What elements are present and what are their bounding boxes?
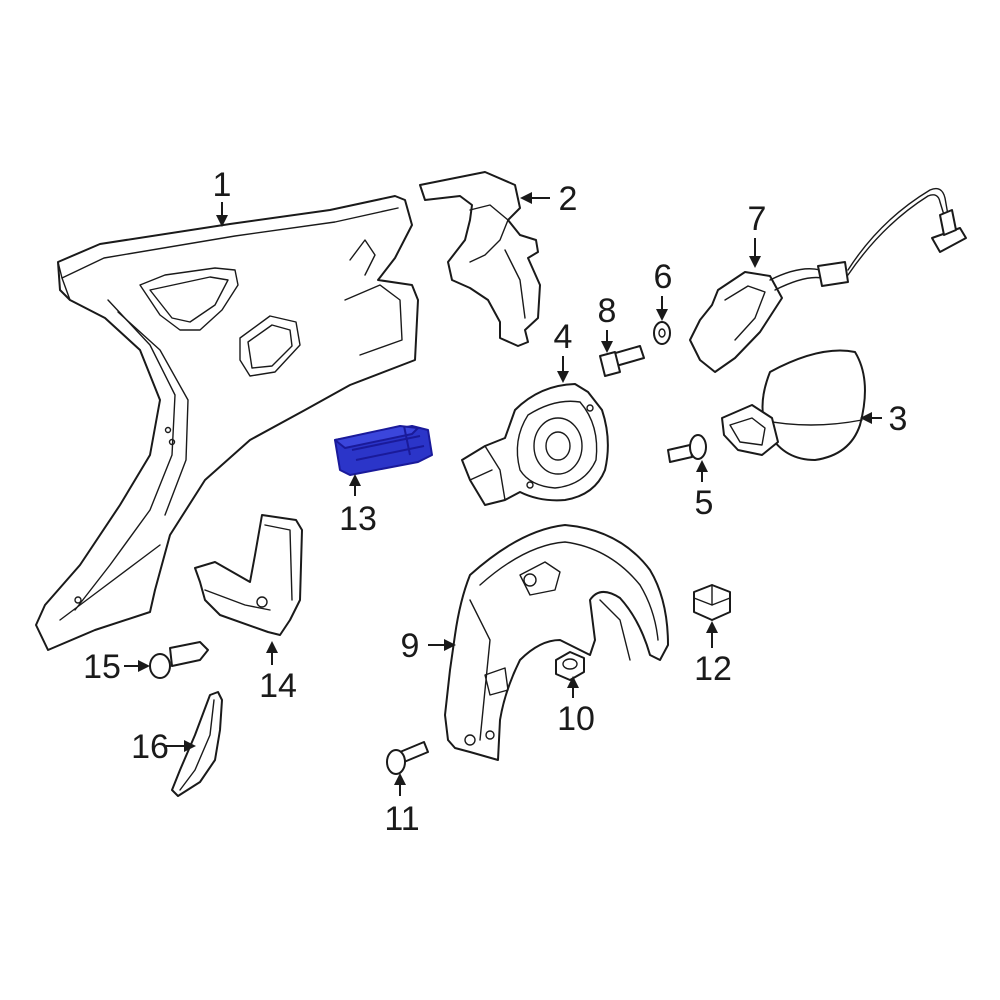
part-3-fuel-door[interactable] (721, 349, 866, 461)
part-9-wheelhouse-liner[interactable] (444, 524, 669, 761)
part-2-bracket[interactable] (419, 171, 541, 347)
part-12-clip[interactable] (693, 584, 731, 621)
callout-3: 3 (889, 400, 908, 438)
callout-6: 6 (654, 258, 673, 296)
part-5-screw[interactable] (667, 434, 707, 463)
callout-arrows (124, 192, 882, 796)
callout-2: 2 (559, 180, 578, 218)
callout-13: 13 (339, 500, 377, 538)
part-4-fuel-pocket[interactable] (461, 383, 609, 506)
callout-10: 10 (557, 700, 595, 738)
callout-14: 14 (259, 667, 297, 705)
callout-9: 9 (401, 627, 420, 665)
callout-12: 12 (694, 650, 732, 688)
part-7-actuator[interactable] (689, 187, 967, 373)
callout-8: 8 (598, 292, 617, 330)
part-8-bolt[interactable] (599, 345, 645, 377)
callout-7: 7 (748, 200, 767, 238)
callout-5: 5 (695, 484, 714, 522)
part-11-pin[interactable] (386, 741, 429, 775)
part-16-trim[interactable] (171, 691, 223, 797)
callout-1: 1 (213, 166, 232, 204)
callout-11: 11 (384, 800, 419, 838)
part-14-bracket[interactable] (194, 514, 303, 636)
part-1-quarter-panel[interactable] (35, 195, 419, 651)
callout-16: 16 (131, 728, 169, 766)
part-10-nut[interactable] (555, 651, 585, 681)
part-15-bolt[interactable] (149, 641, 209, 679)
part-6-washer[interactable] (653, 321, 671, 345)
callout-4: 4 (554, 318, 573, 356)
callout-15: 15 (83, 648, 121, 686)
part-13-absorber-highlighted[interactable] (334, 425, 433, 476)
